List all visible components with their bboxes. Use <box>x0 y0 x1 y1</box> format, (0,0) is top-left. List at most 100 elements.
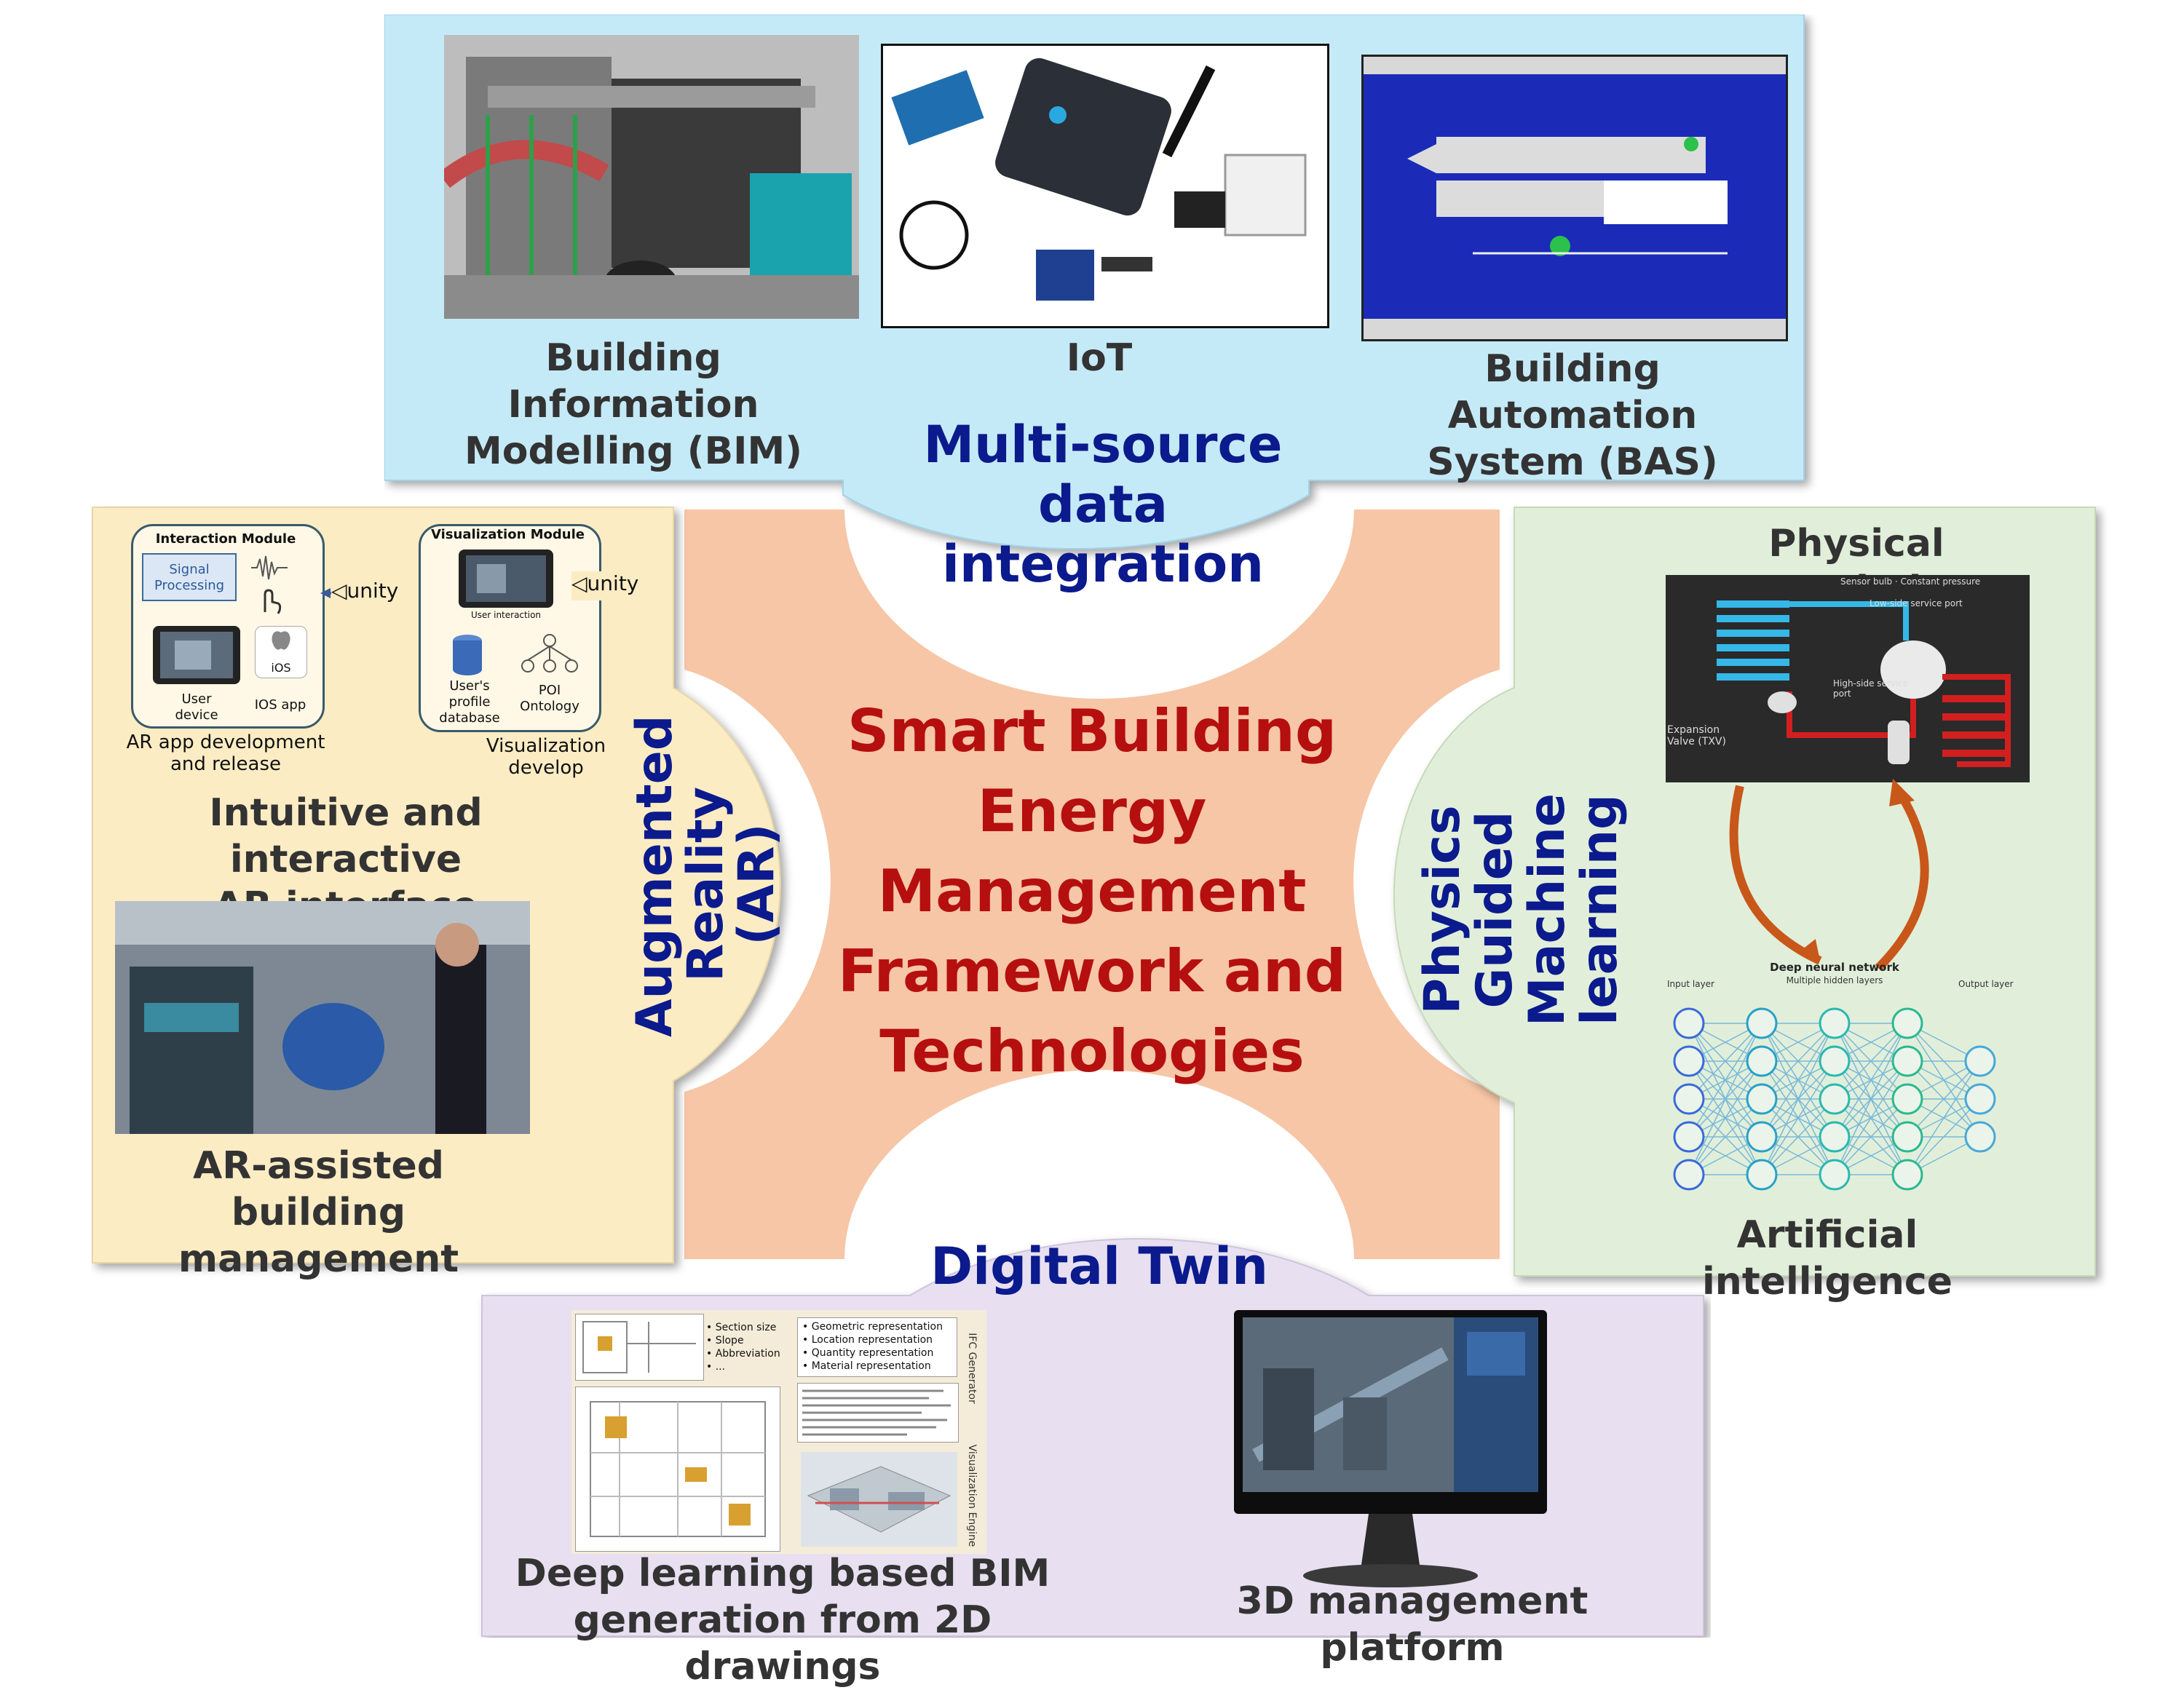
nn-connection <box>1761 1060 1835 1175</box>
nn-node <box>1673 1045 1705 1077</box>
low-side-label: Low-side service port <box>1870 598 1963 608</box>
feedback-arrows-icon <box>1729 779 1929 972</box>
representation-list: • Geometric representation • Location re… <box>797 1317 957 1377</box>
nn-connection <box>1761 1023 1835 1100</box>
nn-node <box>1819 1083 1851 1115</box>
nn-node <box>1891 1083 1923 1115</box>
expansion-valve-label: Expansion Valve (TXV) <box>1667 724 1726 747</box>
ios-logo-icon: iOS <box>255 626 307 678</box>
visualization-module-title: Visualization Module <box>431 527 585 542</box>
bim-model-image <box>444 35 859 319</box>
nn-node <box>1964 1045 1996 1077</box>
center-title: Smart Building Energy Management Framewo… <box>837 697 1347 1085</box>
nn-connection <box>1761 1098 1835 1175</box>
center-cross-shape <box>684 509 1500 1259</box>
interaction-module-title: Interaction Module <box>155 531 296 547</box>
nn-node <box>1819 1159 1851 1191</box>
nn-node <box>1673 1121 1705 1153</box>
drawing-attributes-list: • Section size • Slope • Abbreviation • … <box>706 1322 780 1373</box>
nn-node <box>1746 1159 1778 1191</box>
iot-devices-image <box>881 44 1329 328</box>
gesture-icon <box>255 586 284 615</box>
3d-management-platform-label: 3D management platform <box>1236 1579 1588 1670</box>
user-device-label: User device <box>175 691 218 723</box>
ifc-code-block <box>797 1383 959 1443</box>
nn-connection <box>1688 1023 1762 1175</box>
bim-3d-render <box>801 1452 957 1547</box>
digital-twin-heading: Digital Twin <box>930 1237 1268 1296</box>
database-icon <box>451 633 484 677</box>
output-layer-label: Output layer <box>1958 979 2014 989</box>
nn-connection <box>1688 1060 1762 1175</box>
monitor-stand-icon <box>1303 1514 1478 1587</box>
nn-node <box>1891 1007 1923 1039</box>
nn-connection <box>1834 1023 1908 1175</box>
unity-logo-2: ◁unity <box>571 571 666 600</box>
waveform-icon <box>251 553 288 582</box>
nn-node <box>1746 1083 1778 1115</box>
nn-connection <box>1907 1060 1981 1138</box>
nn-node <box>1673 1083 1705 1115</box>
artificial-intelligence-label: Artificial intelligence <box>1701 1213 1953 1304</box>
signal-processing-box: Signal Processing <box>142 553 237 601</box>
nn-connection <box>1688 1023 1762 1100</box>
profile-database-label: User's profile database <box>439 678 500 726</box>
refrigeration-cycle-image <box>1666 575 2030 782</box>
nn-connection <box>1834 1023 1908 1100</box>
input-layer-label: Input layer <box>1667 979 1714 989</box>
ios-app-label: IOS app <box>254 697 306 713</box>
unity-icon: ◁ <box>571 571 587 595</box>
neural-network-diagram <box>1673 1007 1996 1191</box>
nn-node <box>1819 1121 1851 1153</box>
visualization-engine-vertical-label: Visualization Engine <box>966 1444 978 1547</box>
deep-neural-network-label: Deep neural network <box>1770 961 1899 974</box>
unity-logo-1: ◁unity <box>331 579 419 608</box>
user-interaction-label: User interaction <box>470 610 542 620</box>
nn-connection <box>1907 1098 1981 1175</box>
nn-node <box>1746 1121 1778 1153</box>
nn-node <box>1891 1045 1923 1077</box>
hidden-layers-label: Multiple hidden layers <box>1786 975 1883 985</box>
bas-screen-image <box>1361 55 1788 341</box>
nn-node <box>1964 1121 1996 1153</box>
nn-node <box>1673 1159 1705 1191</box>
sensor-bulb-label: Sensor bulb · Constant pressure <box>1840 576 1981 587</box>
tablet-device-icon <box>153 626 240 684</box>
nn-connection <box>1761 1023 1835 1175</box>
poi-ontology-label: POI Ontology <box>520 683 579 714</box>
nn-node <box>1819 1045 1851 1077</box>
nn-connection <box>1834 1098 1908 1175</box>
ar-assisted-photo <box>115 901 530 1134</box>
nn-connection <box>1834 1060 1908 1175</box>
monitor-icon <box>1234 1310 1547 1514</box>
visualization-tablet-image <box>459 550 553 608</box>
nn-node <box>1891 1159 1923 1191</box>
floorplan-drawing <box>575 1386 780 1552</box>
floorplan-thumbnail-1 <box>575 1314 704 1381</box>
nn-connection <box>1761 1023 1835 1138</box>
iot-label: IoT <box>1066 336 1133 380</box>
nn-connection <box>1688 1023 1762 1138</box>
nn-connection <box>1834 1023 1908 1138</box>
nn-node <box>1819 1007 1851 1039</box>
nn-connection <box>1907 1060 1981 1175</box>
nn-node <box>1746 1007 1778 1039</box>
ontology-tree-icon <box>517 633 582 677</box>
nn-node <box>1964 1083 1996 1115</box>
nn-node <box>1673 1007 1705 1039</box>
nn-connection <box>1688 1098 1762 1175</box>
high-side-label: High-side service port <box>1833 678 1909 699</box>
nn-node <box>1746 1045 1778 1077</box>
ifc-generator-vertical-label: IFC Generator <box>966 1333 978 1404</box>
unity-icon: ◁ <box>331 579 347 603</box>
